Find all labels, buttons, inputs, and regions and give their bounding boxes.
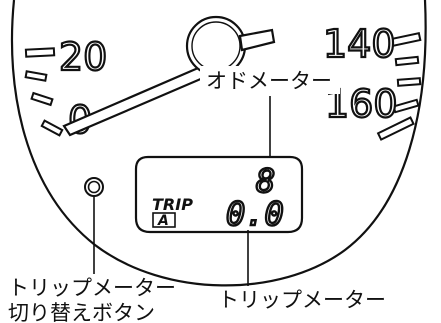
left-tick-marks [24,47,64,137]
right-tick-marks [376,31,422,141]
tick-mark [376,116,415,141]
tick-mark [40,119,64,137]
tick-mark [30,91,54,107]
speed-label-20: 20 [59,35,107,79]
tick-mark [390,31,422,48]
tick-mark [24,47,56,58]
trip-label: TRIP [152,195,193,214]
trip-switch-callout-line2: 切り替えボタン [8,301,155,323]
tripmeter-callout: トリップメーター [218,288,386,312]
needle-hub [185,15,276,77]
trip-switch-callout-line1: トリップメーター [8,276,176,300]
trip-reset-button[interactable] [84,177,104,197]
tick-mark [392,98,420,114]
trip-a-box [152,212,176,228]
speed-label-140: 140 [323,22,396,66]
tick-mark [24,70,48,82]
odometer-callout: オドメーター [206,69,332,93]
odometer-label-backing [200,66,340,94]
lcd-display [134,155,304,234]
gauge-bezel [10,0,427,287]
tick-mark [394,55,420,67]
tick-mark [396,77,422,87]
odometer-value: 8 [256,162,275,200]
trip-a-letter: A [157,213,169,229]
trip-value: 0.0 [226,195,284,233]
